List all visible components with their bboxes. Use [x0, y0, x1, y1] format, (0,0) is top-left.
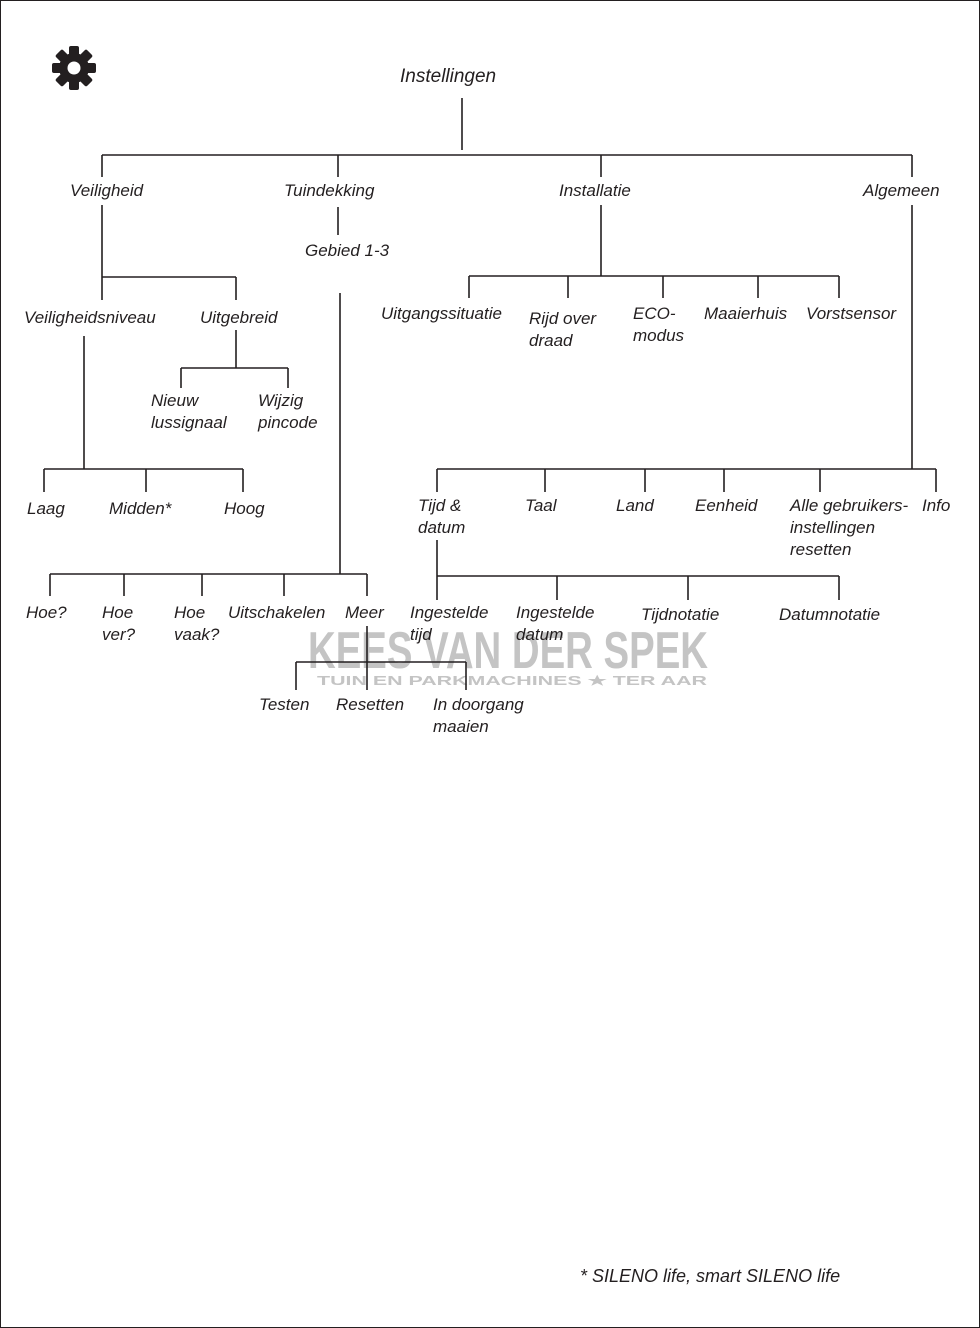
- node-gebied: Gebied 1-3: [305, 241, 390, 260]
- node-taal: Taal: [525, 496, 557, 515]
- node-land: Land: [616, 496, 654, 515]
- node-veiligheid: Veiligheid: [70, 181, 144, 200]
- node-tuindekking: Tuindekking: [284, 181, 375, 200]
- node-wijzig-pincode: Wijzig pincode: [258, 391, 318, 432]
- node-meer: Meer: [345, 603, 384, 622]
- node-testen: Testen: [259, 695, 310, 714]
- node-maaierhuis: Maaierhuis: [704, 304, 788, 323]
- node-installatie: Installatie: [559, 181, 631, 200]
- node-uitgebreid: Uitgebreid: [200, 308, 278, 327]
- node-veiligheidsniveau: Veiligheidsniveau: [24, 308, 156, 327]
- watermark-sub: TUIN EN PARKMACHINES ★ TER AAR: [317, 673, 708, 688]
- node-alle-gebruikersinstellingen-resetten: Alle gebruikers- instellingen resetten: [790, 496, 909, 559]
- node-vorstsensor: Vorstsensor: [806, 304, 897, 323]
- node-uitschakelen: Uitschakelen: [228, 603, 326, 622]
- node-datumnotatie: Datumnotatie: [779, 605, 881, 624]
- node-tijd-datum: Tijd & datum: [418, 496, 466, 537]
- node-in-doorgang-maaien: In doorgang maaien: [433, 695, 524, 736]
- node-uitgangssituatie: Uitgangssituatie: [381, 304, 502, 323]
- node-hoog: Hoog: [224, 499, 265, 518]
- node-ingestelde-tijd: Ingestelde tijd: [410, 603, 489, 644]
- node-info: Info: [922, 496, 951, 515]
- node-hoe-vaak: Hoe vaak?: [174, 603, 220, 644]
- node-algemeen: Algemeen: [863, 181, 940, 200]
- node-midden: Midden*: [109, 499, 172, 518]
- node-rijd-over-draad: Rijd over draad: [529, 309, 597, 350]
- node-ingestelde-datum: Ingestelde datum: [516, 603, 595, 644]
- node-resetten: Resetten: [336, 695, 405, 714]
- node-laag: Laag: [27, 499, 65, 518]
- node-hoe-ver: Hoe ver?: [102, 603, 136, 644]
- node-hoe: Hoe?: [26, 603, 67, 622]
- node-nieuw-lussignaal: Nieuw lussignaal: [151, 391, 227, 432]
- footnote: * SILENO life, smart SILENO life: [580, 1266, 841, 1286]
- node-tijdnotatie: Tijdnotatie: [641, 605, 720, 624]
- node-instellingen: Instellingen: [400, 66, 497, 87]
- settings-gear-icon: [52, 46, 96, 90]
- node-eco-modus: ECO- modus: [633, 304, 685, 345]
- watermark-main: KEES VAN DER SPEK: [308, 622, 708, 680]
- node-eenheid: Eenheid: [695, 496, 758, 515]
